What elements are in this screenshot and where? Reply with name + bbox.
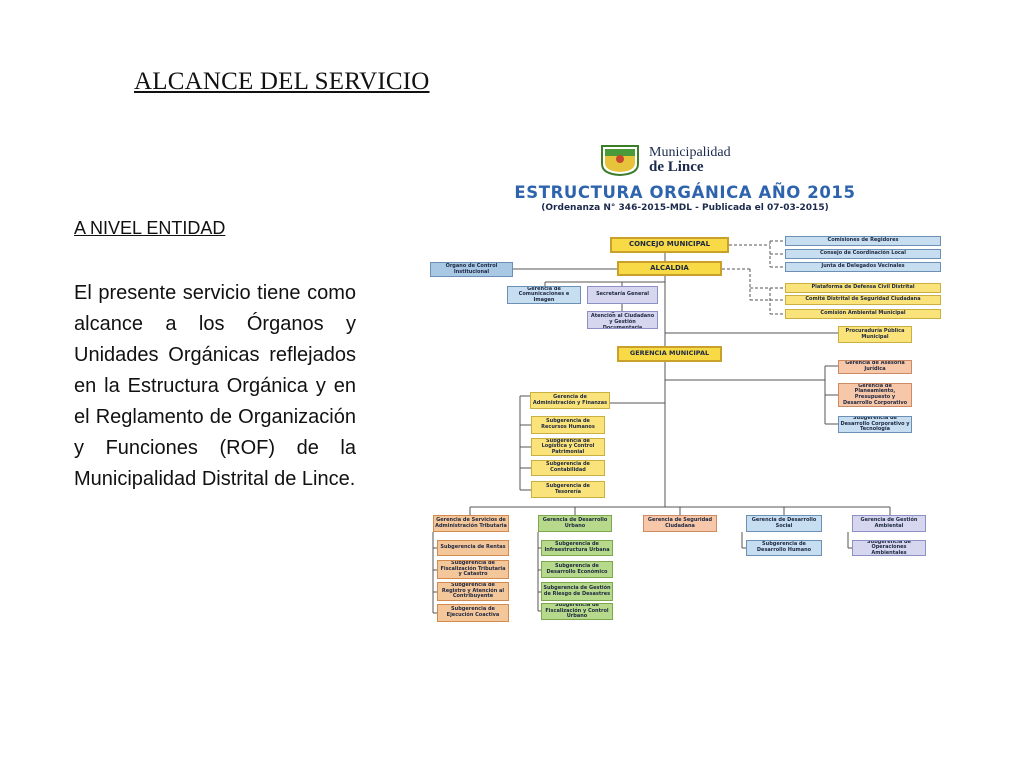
node-ejecucion-coactiva: Subgerencia de Ejecución Coactiva — [437, 604, 509, 622]
node-secretaria: Secretaría General — [587, 286, 658, 304]
municipality-logo — [601, 145, 639, 176]
node-rentas: Subgerencia de Rentas — [437, 540, 509, 556]
node-desarrollo-humano: Subgerencia de Desarrollo Humano — [746, 540, 822, 556]
node-defensa-civil: Plataforma de Defensa Civil Distrital — [785, 283, 941, 293]
node-seguridad-ciudadana: Gerencia de Seguridad Ciudadana — [643, 515, 717, 532]
node-comunicaciones: Gerencia de Comunicaciones e Imagen — [507, 286, 581, 304]
node-alcaldia: ALCALDIA — [617, 261, 722, 276]
node-concejo: CONCEJO MUNICIPAL — [610, 237, 729, 253]
logo-line-2: de Lince — [649, 159, 704, 175]
node-infraestructura: Subgerencia de Infraestructura Urbana — [541, 540, 613, 556]
slide-title: ALCANCE DEL SERVICIO — [134, 68, 430, 95]
node-procuraduria: Procuraduría Pública Municipal — [838, 326, 912, 343]
node-gerencia-municipal: GERENCIA MUNICIPAL — [617, 346, 722, 362]
scope-paragraph: El presente servicio tiene como alcance … — [74, 282, 356, 490]
node-desarrollo-social: Gerencia de Desarrollo Social — [746, 515, 822, 532]
logo-text: Municipalidad de Lince — [649, 146, 731, 175]
section-subtitle: A NIVEL ENTIDAD — [74, 218, 226, 238]
node-tecnologia: Subgerencia de Desarrollo Corporativo y … — [838, 416, 912, 433]
node-servicios-tributaria: Gerencia de Servicios de Administración … — [433, 515, 509, 532]
node-comite-seguridad: Comité Distrital de Seguridad Ciudadana — [785, 295, 941, 305]
node-comision-ambiental: Comisión Ambiental Municipal — [785, 309, 941, 319]
node-operaciones-ambientales: Subgerencia de Operaciones Ambientales — [852, 540, 926, 556]
node-regidores: Comisiones de Regidores — [785, 236, 941, 246]
node-delegados: Junta de Delegados Vecinales — [785, 262, 941, 272]
node-tesoreria: Subgerencia de Tesorería — [531, 481, 605, 498]
node-atencion: Subgerencia de Atención al Ciudadano y G… — [587, 311, 658, 329]
node-fiscalizacion-tributaria: Subgerencia de Fiscalización Tributaria … — [437, 560, 509, 579]
node-logistica: Subgerencia de Logística y Control Patri… — [531, 438, 605, 456]
node-administracion: Gerencia de Administración y Finanzas — [530, 392, 610, 409]
node-desarrollo-urbano: Gerencia de Desarrollo Urbano — [538, 515, 612, 532]
logo-line-1: Municipalidad — [649, 145, 731, 160]
node-fiscalizacion-urbano: Subgerencia de Fiscalización y Control U… — [541, 603, 613, 620]
node-rrhh: Subgerencia de Recursos Humanos — [531, 416, 605, 434]
node-contabilidad: Subgerencia de Contabilidad — [531, 460, 605, 476]
node-planeamiento: Gerencia de Planeamiento, Presupuesto y … — [838, 383, 912, 407]
node-registro-contribuyente: Subgerencia de Registro y Atención al Co… — [437, 582, 509, 601]
node-gestion-ambiental: Gerencia de Gestión Ambiental — [852, 515, 926, 532]
node-asesoria: Gerencia de Asesoría Jurídica — [838, 360, 912, 374]
node-desarrollo-economico: Subgerencia de Desarrollo Económico — [541, 561, 613, 578]
node-coord-local: Consejo de Coordinación Local — [785, 249, 941, 259]
org-chart-title: ESTRUCTURA ORGÁNICA AÑO 2015 — [514, 183, 856, 202]
node-control: Órgano de Control Institucional — [430, 262, 513, 277]
org-chart-subtitle: (Ordenanza N° 346-2015-MDL - Publicada e… — [541, 203, 829, 213]
node-riesgo-desastres: Subgerencia de Gestión de Riesgo de Desa… — [541, 582, 613, 601]
